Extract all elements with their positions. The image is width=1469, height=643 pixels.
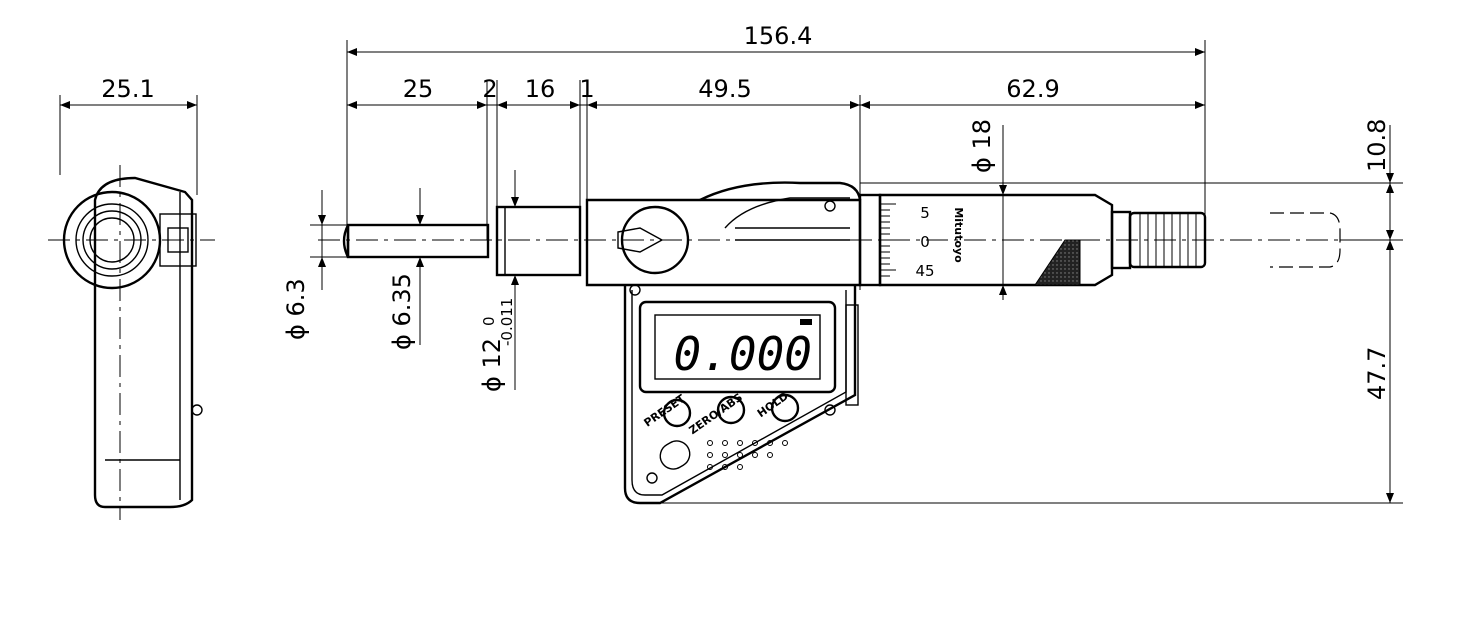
spindle (346, 223, 490, 259)
thimble-scale-middle: 0 (920, 233, 930, 251)
side-view: 25.1 (48, 75, 215, 520)
spindle-length-label: 25 (403, 75, 434, 103)
stem-diameter-label: ϕ 6.35 (388, 273, 416, 350)
side-width-label: 25.1 (101, 75, 154, 103)
lcd-reading: 0.000 (674, 327, 812, 381)
thimble-diameter-label: ϕ 18 (968, 119, 996, 173)
body-top-curve (699, 181, 862, 202)
gap2-label: 1 (579, 75, 594, 103)
height-dimensions: 10.8 47.7 (660, 119, 1403, 504)
thimble-length-label: 62.9 (1006, 75, 1059, 103)
lower-height-label: 47.7 (1363, 347, 1391, 400)
mount-diameter-label: ϕ 12 (478, 338, 506, 392)
hold-button[interactable]: HOLD (755, 390, 800, 423)
mounting-stem (495, 205, 582, 277)
thimble-scale-lower: 45 (915, 262, 934, 280)
side-output-port (845, 304, 859, 406)
mount-tolerance-upper: 0 (480, 316, 498, 326)
data-switch[interactable] (656, 436, 695, 474)
thimble-scale-upper: 5 (920, 204, 930, 222)
upper-height-label: 10.8 (1363, 119, 1391, 172)
thimble (878, 193, 1114, 287)
lcd-bezel (638, 300, 837, 394)
screw-lower-right (824, 404, 836, 416)
display-housing-inner (631, 290, 847, 496)
zero-abs-button[interactable]: ZERO/ABS (687, 391, 746, 437)
zero-abs-button-label: ZERO/ABS (687, 391, 745, 437)
body-length-label: 49.5 (698, 75, 751, 103)
body-inner-curve (724, 197, 850, 229)
lcd-battery-indicator (800, 319, 812, 325)
body-tube (585, 198, 862, 287)
speaker-grille (707, 440, 788, 470)
lcd-screen (654, 314, 821, 380)
side-screw (191, 404, 203, 416)
display-housing (623, 285, 857, 505)
screw-lower-left (646, 472, 658, 484)
clamp-lever (617, 227, 664, 253)
preset-button-label: PRESET (642, 392, 688, 430)
sleeve-length-label: 16 (525, 75, 556, 103)
mount-tolerance-lower: -0.011 (498, 298, 516, 346)
overall-length-label: 156.4 (744, 22, 813, 50)
gap1-label: 2 (482, 75, 497, 103)
brand-logo: Mitutoyo (952, 207, 965, 263)
side-thimble-stub (159, 213, 197, 267)
body-groove (735, 227, 850, 241)
screw-top-right (824, 200, 836, 212)
screw-upper-left (629, 284, 641, 296)
thimble-knurl (1034, 239, 1081, 286)
hold-button-label: HOLD (755, 390, 791, 421)
length-dimensions: 156.4 25 2 16 1 49.5 62.9 (346, 22, 1206, 290)
side-body-outline (93, 176, 194, 509)
preset-button[interactable]: PRESET (642, 392, 692, 430)
spindle-diameter-label: ϕ 6.3 (282, 278, 310, 340)
diameter-dimensions: ϕ 6.3 ϕ 6.35 ϕ 12 0 -0.011 ϕ 18 (282, 119, 1007, 392)
